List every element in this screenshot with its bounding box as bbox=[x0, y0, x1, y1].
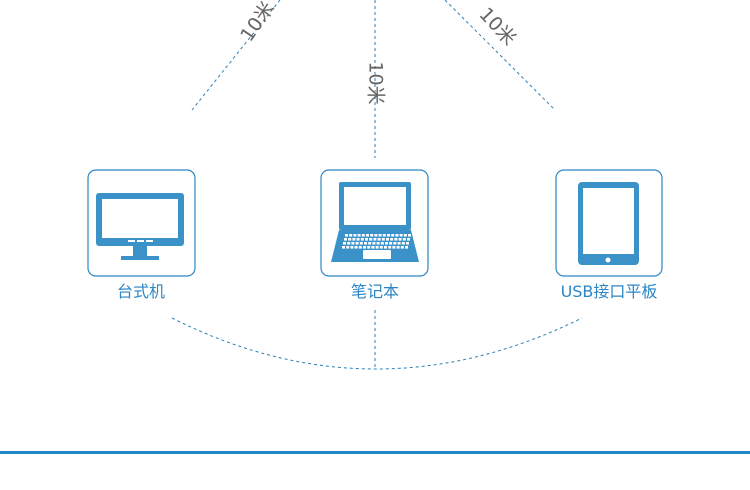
laptop-key bbox=[376, 242, 380, 245]
laptop-key bbox=[401, 242, 405, 245]
laptop-key bbox=[346, 246, 350, 249]
laptop-key bbox=[382, 234, 386, 237]
laptop-key bbox=[368, 242, 372, 245]
laptop-label: 笔记本 bbox=[351, 282, 399, 301]
laptop-key bbox=[407, 238, 410, 241]
laptop-key bbox=[364, 242, 367, 245]
laptop-key bbox=[379, 246, 383, 249]
laptop-key bbox=[385, 242, 388, 245]
laptop-key bbox=[366, 234, 369, 237]
laptop-key bbox=[384, 246, 387, 249]
laptop-key bbox=[349, 234, 353, 237]
laptop-key bbox=[375, 246, 379, 249]
laptop-key bbox=[396, 246, 400, 249]
laptop-key bbox=[388, 246, 392, 249]
laptop-key bbox=[402, 238, 406, 241]
laptop-key bbox=[408, 234, 411, 237]
laptop-key bbox=[348, 238, 352, 241]
laptop-key bbox=[391, 234, 395, 237]
desktop-card bbox=[87, 169, 196, 277]
laptop-key bbox=[390, 238, 394, 241]
laptop-key bbox=[351, 242, 355, 245]
laptop-key bbox=[344, 238, 347, 241]
laptop-key bbox=[394, 238, 398, 241]
laptop-key bbox=[357, 234, 361, 237]
laptop-key bbox=[373, 238, 377, 241]
laptop-key bbox=[393, 242, 397, 245]
distance-label-left: 10米 bbox=[236, 0, 279, 46]
laptop-key bbox=[354, 246, 358, 249]
laptop-key bbox=[372, 242, 376, 245]
desktop-label: 台式机 bbox=[117, 282, 165, 301]
laptop-key bbox=[360, 238, 364, 241]
laptop-key bbox=[392, 246, 396, 249]
laptop-key bbox=[405, 246, 408, 249]
laptop-key bbox=[400, 246, 404, 249]
laptop-key bbox=[359, 242, 363, 245]
laptop-key bbox=[378, 234, 382, 237]
laptop-key bbox=[395, 234, 399, 237]
range-arc bbox=[171, 317, 583, 370]
laptop-key bbox=[345, 234, 348, 237]
laptop-key bbox=[369, 238, 373, 241]
laptop-key bbox=[389, 242, 393, 245]
laptop-key bbox=[367, 246, 371, 249]
laptop-keyboard bbox=[342, 234, 411, 249]
laptop-key bbox=[353, 234, 357, 237]
laptop-key bbox=[356, 238, 360, 241]
laptop-key bbox=[397, 242, 401, 245]
tablet-label: USB接口平板 bbox=[561, 282, 658, 301]
tablet-card bbox=[555, 169, 663, 277]
laptop-key bbox=[371, 246, 375, 249]
laptop-key bbox=[370, 234, 374, 237]
laptop-key bbox=[363, 246, 366, 249]
laptop-icon bbox=[331, 182, 419, 262]
laptop-key bbox=[399, 234, 403, 237]
distance-label-center: 10米 bbox=[365, 61, 387, 104]
laptop-key bbox=[381, 238, 385, 241]
laptop-key bbox=[355, 242, 359, 245]
laptop-key bbox=[374, 234, 378, 237]
laptop-key bbox=[365, 238, 368, 241]
laptop-key bbox=[352, 238, 356, 241]
laptop-key bbox=[403, 234, 407, 237]
laptop-key bbox=[358, 246, 362, 249]
laptop-key bbox=[347, 242, 351, 245]
laptop-key bbox=[406, 242, 409, 245]
bottom-divider bbox=[0, 451, 750, 454]
laptop-key bbox=[387, 234, 390, 237]
laptop-key bbox=[342, 246, 345, 249]
laptop-key bbox=[350, 246, 354, 249]
distance-label-right: 10米 bbox=[475, 3, 521, 50]
laptop-key bbox=[386, 238, 389, 241]
laptop-key bbox=[380, 242, 384, 245]
range-line-right bbox=[444, 0, 556, 111]
laptop-card bbox=[320, 169, 429, 277]
laptop-key bbox=[377, 238, 381, 241]
laptop-key bbox=[343, 242, 346, 245]
tablet-icon bbox=[578, 182, 639, 265]
laptop-key bbox=[361, 234, 365, 237]
laptop-key bbox=[398, 238, 402, 241]
desktop-monitor-icon bbox=[96, 193, 184, 260]
